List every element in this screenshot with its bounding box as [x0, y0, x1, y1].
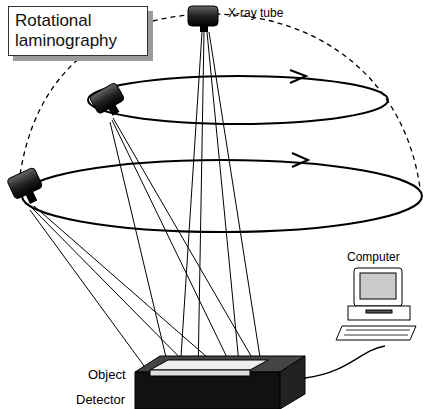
- x-ray-beams: [30, 32, 262, 378]
- x-ray-tube-icon: [188, 6, 218, 32]
- object-label: Object: [88, 367, 126, 382]
- upper-orbit: [88, 76, 388, 124]
- object-slab: [150, 360, 268, 376]
- lower-orbit: [22, 160, 422, 232]
- orbit-arrow: [292, 153, 308, 167]
- tube-label: X-ray tube: [228, 6, 283, 20]
- x-ray-tube-icon: [6, 167, 47, 209]
- diagram-title: Rotational laminography: [15, 11, 141, 51]
- computer-icon: [336, 268, 416, 340]
- orbit-arrow: [290, 70, 306, 83]
- detector-label: Detector: [76, 392, 125, 407]
- cable: [305, 346, 385, 378]
- computer-label: Computer: [347, 250, 400, 264]
- detector-box: [135, 356, 305, 409]
- title-box: Rotational laminography: [8, 6, 148, 56]
- x-ray-tube-icon: [89, 82, 129, 121]
